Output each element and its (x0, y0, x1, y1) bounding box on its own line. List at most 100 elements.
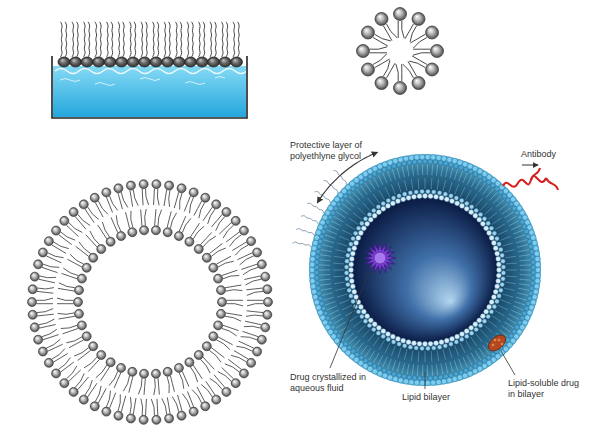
lipid-tail (495, 224, 505, 230)
lipid-tail (201, 384, 212, 396)
lipid-head (403, 379, 408, 384)
lipid-tail (247, 291, 263, 295)
lipid-tail (182, 218, 191, 232)
lipid-head (354, 241, 359, 246)
lipid-head (439, 340, 444, 345)
lipid-head (512, 329, 517, 334)
lipid-tail (226, 232, 239, 242)
lipid-tail (190, 367, 197, 382)
lipid-tail (37, 314, 53, 316)
lipid-tail (78, 350, 91, 360)
lipid-head (58, 57, 70, 67)
lipid-head (447, 157, 452, 162)
lipid-head (365, 221, 370, 226)
lipid-head (524, 229, 529, 234)
lipid-tail (151, 399, 154, 415)
lipid-tail (325, 235, 335, 239)
lipid-tail (39, 319, 55, 325)
lipid-tail (78, 214, 90, 225)
lipid-tail (443, 349, 445, 360)
lipid-tail (187, 22, 189, 57)
lipid-head (431, 45, 444, 58)
lipid-head (30, 272, 39, 281)
lipid-tail (54, 353, 68, 362)
lipid-tail (222, 270, 238, 275)
lipid-head (349, 257, 354, 262)
lipid-head (185, 237, 194, 246)
lipid-tail (322, 293, 333, 296)
lipid-tail (48, 253, 64, 258)
lipid-head (530, 249, 535, 254)
lipid-head (231, 57, 243, 67)
lipid-head (314, 300, 319, 305)
lipid-tail (222, 22, 224, 57)
lipid-tail (58, 313, 75, 314)
lipid-head (495, 237, 499, 241)
lipid-head (368, 217, 373, 222)
lipid-head (368, 174, 373, 179)
lipid-head (444, 161, 449, 166)
water-ripple (60, 77, 225, 86)
lipid-head (351, 186, 356, 191)
lipid-tail (216, 256, 231, 264)
lipid-tail (353, 213, 362, 220)
lipid-tail (209, 244, 222, 254)
lipid-head (381, 206, 386, 211)
lipid-head (531, 235, 536, 240)
lipid-tail (441, 166, 443, 177)
lipid-tail (516, 240, 527, 243)
lipid-tail (349, 218, 358, 224)
lipid-head (372, 172, 377, 177)
lipid-head (460, 204, 465, 209)
lipid-head (465, 201, 469, 205)
lipid-tail (218, 337, 233, 345)
lipid-head (314, 276, 319, 281)
lipid-head (325, 220, 330, 225)
lipid-head (535, 256, 540, 261)
lipid-tail (42, 329, 57, 336)
lipid-tail (167, 377, 169, 394)
lipid-head (351, 299, 355, 303)
lipid-head (449, 342, 453, 346)
lipid-head (529, 244, 534, 249)
lipid-tail (107, 22, 109, 57)
lipid-head (152, 415, 161, 424)
lipid-tail (194, 201, 202, 216)
lipid-head (518, 320, 523, 325)
lipid-head (465, 334, 469, 338)
lipid-head (219, 57, 231, 67)
lipid-head (79, 395, 88, 404)
lipid-head (501, 277, 505, 281)
lipid-tail (505, 256, 516, 258)
lipid-head (357, 45, 370, 58)
lipid-head (433, 376, 438, 381)
lipid-tail (511, 225, 521, 230)
lipid-head (310, 284, 315, 289)
lipid-tail (471, 337, 477, 346)
lipid-tail (413, 53, 430, 55)
lipid-head (314, 270, 319, 275)
lipid-head (437, 191, 441, 195)
lipid-tail (518, 288, 529, 290)
lipid-head (423, 159, 428, 164)
lipid-tail (98, 225, 107, 239)
lipid-head (526, 301, 531, 306)
lipid-tail (84, 357, 97, 368)
lipid-head (44, 358, 53, 367)
lipid-tail (479, 348, 485, 357)
lipid-head (417, 159, 422, 164)
lipid-tail (417, 164, 419, 175)
callout-label: Drug crystallized in aqueous fluid (290, 372, 368, 394)
lipid-head (407, 160, 412, 165)
lipid-head (363, 358, 368, 363)
lipid-head (321, 306, 326, 311)
lipid-tail (134, 22, 136, 57)
lipid-head (381, 329, 386, 334)
lipid-tail (392, 169, 395, 179)
lipid-tail (516, 297, 527, 300)
lipid-head (347, 190, 352, 195)
lipid-head (473, 213, 478, 218)
lipid-head (38, 248, 47, 257)
lipid-tail (325, 302, 335, 306)
lipid-tail (158, 378, 159, 394)
